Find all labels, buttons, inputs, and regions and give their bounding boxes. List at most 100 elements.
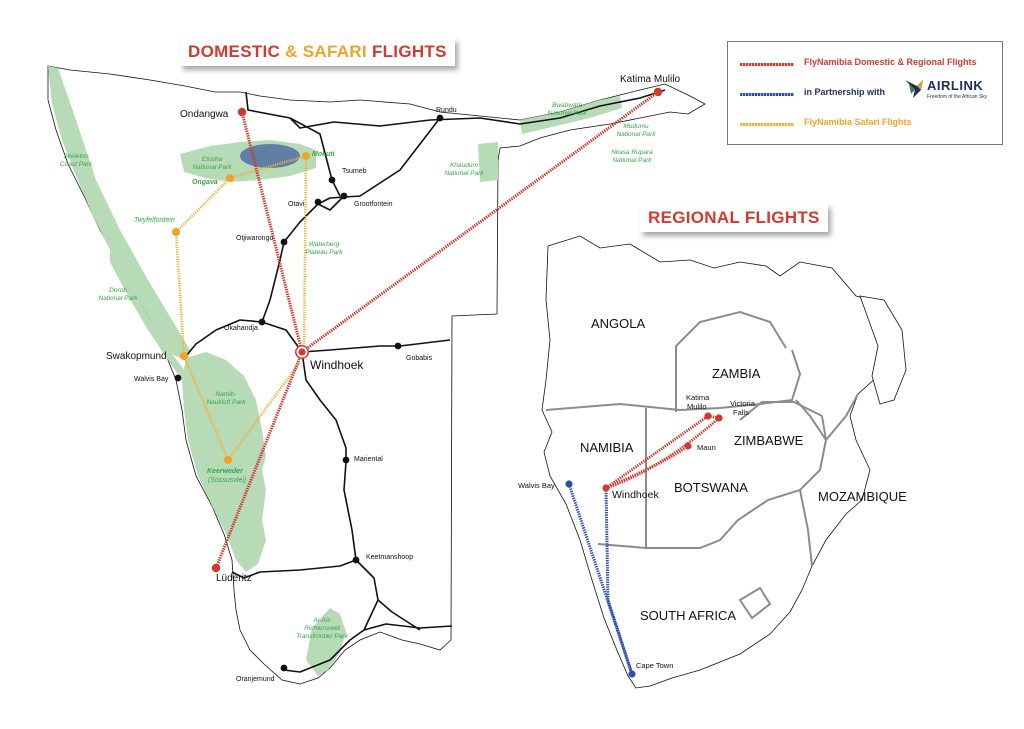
country-namibia: NAMIBIA [580, 440, 634, 455]
park-namib-2: Naukluft Park [206, 399, 246, 406]
city-maun: Maun [697, 443, 716, 452]
park-dorob-1: Dorob [109, 287, 127, 294]
regional-city-dots [565, 412, 723, 678]
country-botswana: BOTSWANA [674, 480, 748, 495]
city-victoria-1: Victoria [730, 399, 756, 408]
city-ondangwa: Ondangwa [180, 109, 229, 120]
city-katima-r1: Katima [686, 393, 710, 402]
country-mozambique: MOZAMBIQUE [818, 489, 907, 504]
city-capetown: Cape Town [636, 661, 673, 670]
legend-swatch-safari [740, 123, 794, 126]
partner-routes [567, 483, 634, 675]
park-waterberg-2: Plateau Park [305, 249, 343, 256]
country-zambia: ZAMBIA [712, 366, 761, 381]
east-coast-land [859, 295, 907, 405]
namibia-park-labels: Skeleton Coast Park Etosha National Park… [60, 102, 656, 640]
park-bwabwata-2: National Park [547, 110, 587, 117]
park-dorob-2: National Park [98, 295, 138, 302]
legend-swatch-domestic [740, 63, 794, 66]
dorob-park [110, 250, 186, 380]
legend-row-partner: in Partnership with AIRLINK Freedom of t… [728, 78, 1002, 104]
city-otjiwarongo: Otjiwarongo [236, 235, 273, 242]
park-bwabwata-1: Bwabwata [552, 102, 582, 109]
regional-map: ANGOLA ZAMBIA NAMIBIA ZIMBABWE BOTSWANA … [518, 235, 907, 689]
banner-flights-text: FLIGHTS [371, 42, 447, 61]
legend-domestic-label: FlyNamibia Domestic & Regional Flights [804, 57, 977, 67]
regional-routes [605, 414, 720, 490]
namibia-land [47, 65, 706, 685]
park-skeleton-2: Coast Park [60, 161, 93, 168]
airlink-logo: AIRLINK Freedom of the African Sky [903, 76, 999, 110]
legend-row-domestic: FlyNamibia Domestic & Regional Flights [728, 54, 1002, 74]
country-angola: ANGOLA [591, 316, 646, 331]
etosha-pan [240, 144, 300, 168]
park-nkasa-2: National Park [612, 157, 652, 164]
namib-naukluft-park [182, 352, 266, 572]
city-mariental: Mariental [354, 456, 383, 463]
banner-amp-text: & [285, 42, 303, 61]
park-ais-1: Ai-Ais [313, 617, 332, 624]
city-luderitz: Lüderitz [216, 573, 252, 584]
regional-flights-banner: REGIONAL FLIGHTS [640, 204, 828, 232]
city-mokuti: Mokuti [312, 151, 336, 158]
legend-box: FlyNamibia Domestic & Regional Flights i… [727, 41, 1003, 145]
airlink-tagline: Freedom of the African Sky [927, 94, 988, 100]
city-tsumeb: Tsumeb [342, 168, 367, 175]
skeleton-coast-park [48, 66, 190, 362]
city-gobabis: Gobabis [406, 355, 433, 362]
country-borders [545, 310, 859, 620]
regional-city-labels: Katima Mulilo Victoria Falls Maun Windho… [518, 393, 756, 670]
airlink-bird-icon [905, 80, 923, 98]
park-ais-3: Transfrontier Park [296, 633, 348, 640]
park-nkasa-1: Nkasa Rupara [611, 149, 653, 156]
namibia-city-labels: Katima Mulilo Ondangwa Rundu Mokuti Onga… [106, 74, 680, 683]
city-swakopmund: Swakopmund [106, 351, 167, 362]
city-grootfontein: Grootfontein [354, 201, 393, 208]
legend-partner-label: in Partnership with [804, 87, 886, 97]
city-okahandja: Okahandja [224, 325, 258, 332]
park-etosha-2: National Park [192, 164, 232, 171]
park-etosha-1: Etosha [202, 156, 223, 163]
city-walvis-r: Walvis Bay [518, 481, 555, 490]
country-zimbabwe: ZIMBABWE [734, 433, 804, 448]
country-labels: ANGOLA ZAMBIA NAMIBIA ZIMBABWE BOTSWANA … [580, 316, 907, 623]
park-mudumu-1: Mudumu [623, 123, 649, 130]
city-sossusvlei: (Sossusvlei) [208, 477, 246, 484]
city-oranjemund: Oranjemund [236, 676, 275, 683]
city-otavi: Otavi [288, 201, 305, 208]
domestic-routes [214, 90, 659, 569]
city-katima: Katima Mulilo [620, 74, 680, 85]
city-twyfelfontein: Twyfelfontein [134, 217, 175, 224]
khaudum-park [478, 142, 498, 182]
city-walvis: Walvis Bay [134, 376, 169, 383]
banner-domestic-text: DOMESTIC [188, 42, 286, 61]
city-windhoek-r: Windhoek [612, 489, 659, 501]
banner-safari-text: SAFARI [302, 42, 372, 61]
city-victoria-2: Falls [733, 408, 749, 417]
park-mudumu-2: National Park [616, 131, 656, 138]
city-keerweder: Keerweder [207, 468, 244, 475]
city-rundu: Rundu [436, 107, 457, 114]
southern-africa-land [541, 235, 891, 689]
banner-regional-text: REGIONAL FLIGHTS [648, 208, 820, 227]
country-south-africa: SOUTH AFRICA [640, 608, 736, 623]
city-ongava: Ongava [192, 179, 218, 186]
city-katima-r2: Mulilo [687, 402, 707, 411]
ai-ais-park [306, 608, 346, 676]
park-waterberg-1: Waterberg [309, 241, 340, 248]
legend-safari-label: FlyNamibia Safari Flights [804, 117, 912, 127]
park-khaudum-1: Khaudum [450, 162, 478, 169]
park-khaudum-2: National Park [444, 170, 484, 177]
city-keetmanshoop: Keetmanshoop [366, 554, 413, 561]
park-namib-1: Namib- [216, 391, 238, 398]
legend-swatch-partner [740, 93, 794, 96]
domestic-safari-banner: DOMESTIC & SAFARI FLIGHTS [180, 38, 455, 66]
legend-row-safari: FlyNamibia Safari Flights [728, 114, 1002, 134]
park-skeleton-1: Skeleton [63, 153, 89, 160]
airlink-name: AIRLINK [927, 78, 984, 93]
namibia-map: Katima Mulilo Ondangwa Rundu Mokuti Onga… [47, 65, 706, 685]
city-windhoek: Windhoek [310, 358, 364, 372]
park-ais-2: Richtersveld [304, 625, 340, 632]
